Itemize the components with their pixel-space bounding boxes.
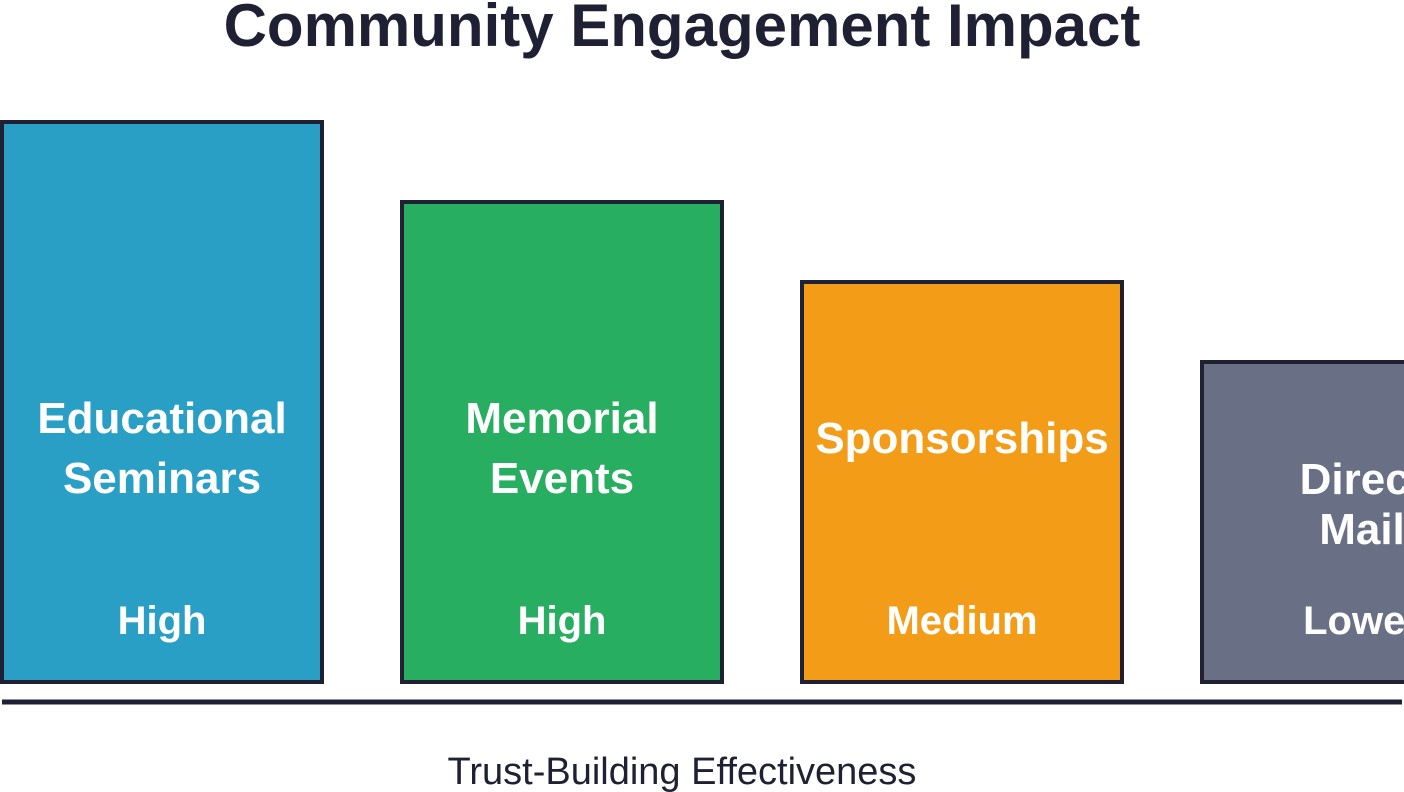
x-axis-label: Trust-Building Effectiveness xyxy=(448,751,917,792)
bar-name-label: Direct xyxy=(1300,455,1404,504)
bar xyxy=(1200,360,1404,684)
chart-title: Community Engagement Impact xyxy=(224,0,1141,59)
bar-name-label: Mail xyxy=(1319,505,1404,554)
bar xyxy=(0,120,324,684)
bar-level-label: High xyxy=(518,599,607,643)
bar-name-label: Memorial xyxy=(465,394,658,443)
bar-level-label: Lower xyxy=(1303,599,1404,643)
bars-group: EducationalSeminarsHighMemorialEventsHig… xyxy=(0,120,1404,684)
bar-name-label: Events xyxy=(490,454,634,503)
bar-name-label: Sponsorships xyxy=(815,414,1108,463)
bar-level-label: High xyxy=(118,599,207,643)
bar-name-label: Seminars xyxy=(63,454,261,503)
bar-group: DirectMailLower xyxy=(1200,360,1404,684)
bar xyxy=(400,200,724,684)
bar-name-label: Educational xyxy=(37,394,286,443)
bar xyxy=(800,280,1124,684)
bar-level-label: Medium xyxy=(886,599,1037,643)
